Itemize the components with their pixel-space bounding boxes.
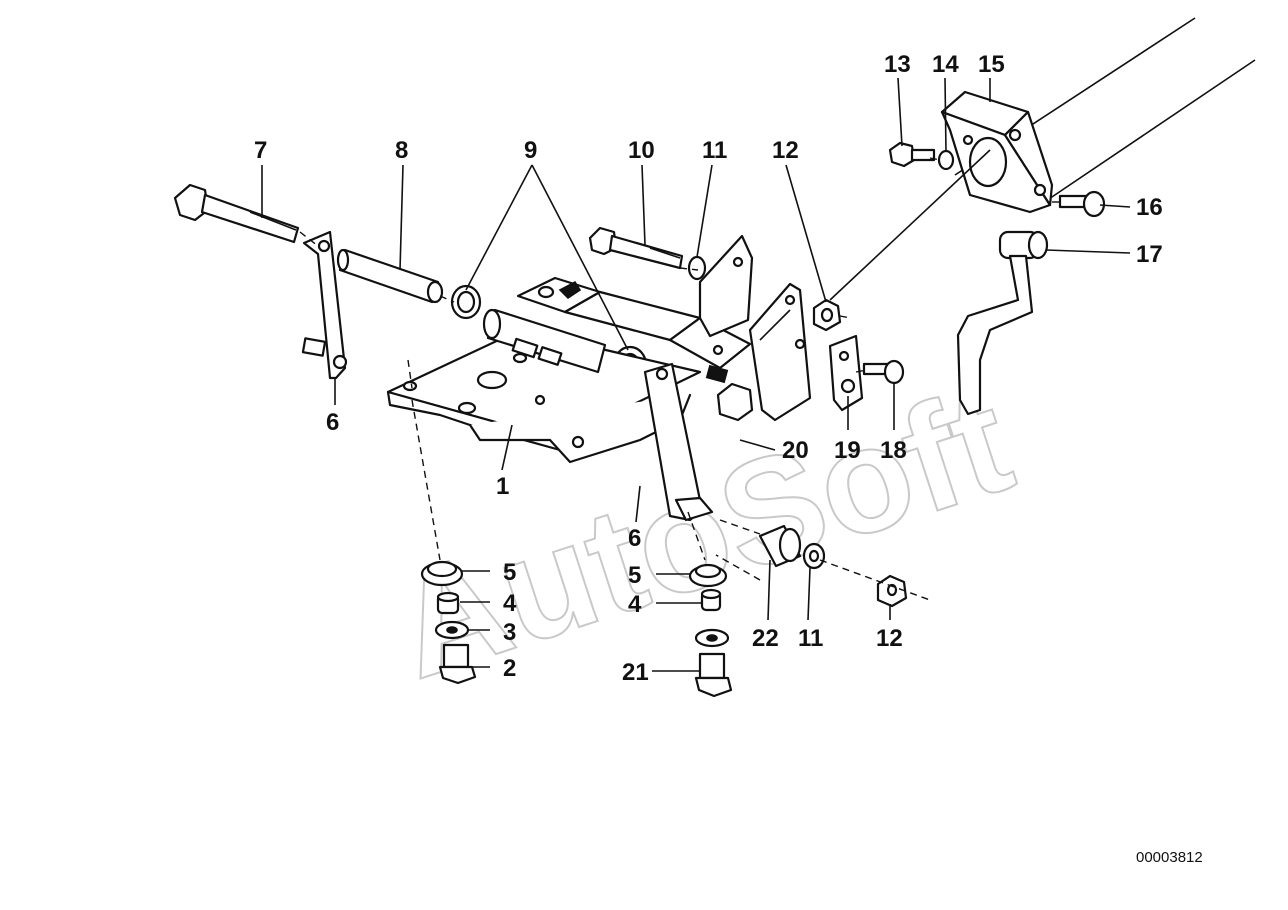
part-5-grommet-left <box>420 560 464 587</box>
callout-6-left: 6 <box>326 409 339 436</box>
callout-12-top: 12 <box>772 137 799 164</box>
callout-2: 2 <box>503 655 516 682</box>
callout-4-right: 4 <box>628 591 642 618</box>
upper-mount <box>516 276 752 384</box>
part-6-strap-right <box>643 362 714 522</box>
leader-lines <box>261 77 1131 672</box>
callout-19: 19 <box>834 437 861 464</box>
callout-3: 3 <box>503 619 516 646</box>
callout-16: 16 <box>1136 194 1163 221</box>
pivot-tube <box>482 308 607 374</box>
diagram-reference-number: 00003812 <box>1136 849 1203 866</box>
callout-13: 13 <box>884 51 911 78</box>
clip-bracket <box>698 234 754 356</box>
part-21-bolt <box>694 652 733 698</box>
part-3-washer-left <box>434 620 470 640</box>
part-15-block <box>940 90 1054 214</box>
part-11-washer-lower <box>802 542 826 570</box>
part-2-bolt <box>438 643 477 685</box>
hinge-plate <box>748 282 812 422</box>
callout-11-lower: 11 <box>798 625 823 652</box>
part-12-nut-top <box>812 298 842 332</box>
callout-4-left: 4 <box>503 590 517 617</box>
callout-9: 9 <box>524 137 537 164</box>
part-17-lever <box>956 230 1049 416</box>
callout-20: 20 <box>782 437 809 464</box>
part-12-nut-lower <box>876 574 908 608</box>
callout-labels: 1 2 3 4 4 5 5 6 6 7 8 9 10 11 11 12 12 1… <box>254 51 1163 686</box>
part-9-bushing-left <box>450 284 482 320</box>
part-18-bolt <box>862 359 905 385</box>
callout-5-left: 5 <box>503 559 516 586</box>
part-4-spacer-right <box>700 588 722 612</box>
part-6-strap-left <box>301 230 348 380</box>
part-1-main-bracket <box>386 328 702 464</box>
part-10-bolt <box>588 226 684 270</box>
callout-12-lower: 12 <box>876 625 903 652</box>
part-13-bolt <box>888 141 936 168</box>
callout-6-right: 6 <box>628 525 641 552</box>
callout-22: 22 <box>752 625 779 652</box>
callout-11-top: 11 <box>702 137 727 164</box>
callout-5-right: 5 <box>628 562 641 589</box>
part-8-tube <box>336 248 444 304</box>
callout-14: 14 <box>932 51 959 78</box>
callout-18: 18 <box>880 437 907 464</box>
part-16-bolt <box>1058 190 1106 218</box>
callout-8: 8 <box>395 137 408 164</box>
washer-lower <box>694 628 730 648</box>
part-14-washer <box>937 149 955 171</box>
part-7-long-bolt <box>173 183 300 244</box>
part-19-plate <box>828 334 864 412</box>
callout-21: 21 <box>622 659 649 686</box>
callout-10: 10 <box>628 137 655 164</box>
callout-1: 1 <box>496 473 509 500</box>
part-4-spacer-left <box>436 591 460 615</box>
part-11-washer-top <box>687 255 707 281</box>
part-5-grommet-right <box>688 563 728 588</box>
assembly-lines <box>299 149 1062 601</box>
part-22-bushing <box>758 524 802 568</box>
callout-17: 17 <box>1136 241 1163 268</box>
bracket-nut <box>716 382 754 422</box>
callout-15: 15 <box>978 51 1005 78</box>
callout-7: 7 <box>254 137 267 164</box>
